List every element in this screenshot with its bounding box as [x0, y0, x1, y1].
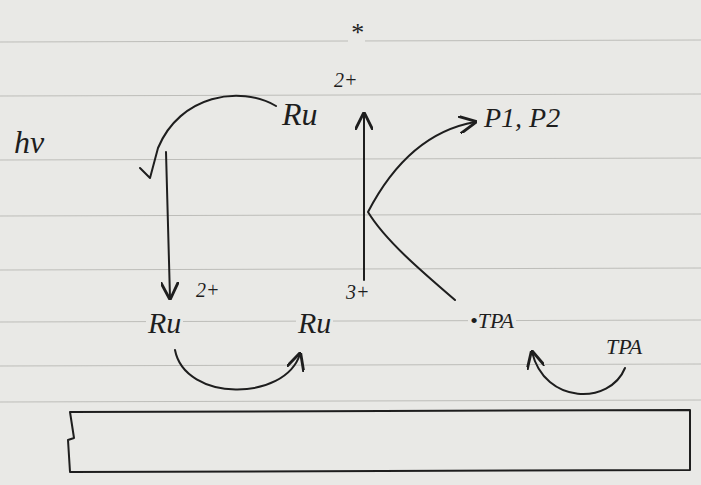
excitation-arrow — [140, 96, 276, 178]
species-label: Ru — [296, 308, 333, 338]
donor-label: TPA — [604, 336, 644, 358]
ruled-line — [0, 158, 701, 160]
ruled-lines — [0, 40, 701, 402]
charge-label: 3+ — [344, 282, 372, 302]
charge-label: 2+ — [194, 280, 222, 300]
species-label: Ru — [280, 98, 320, 130]
radical-label: •TPA — [468, 310, 516, 332]
ruled-line — [0, 214, 701, 216]
ruled-line — [0, 400, 701, 402]
tpa-oxidation-arc — [532, 352, 625, 394]
charge-label: 2+ — [332, 70, 360, 90]
ruled-line — [0, 320, 701, 322]
product-label: P1, P2 — [482, 104, 562, 132]
oxidation-arc — [175, 350, 300, 390]
ruled-line — [0, 364, 701, 366]
ruled-line — [0, 94, 701, 96]
product-arrow — [368, 122, 475, 300]
electrode-bar — [68, 410, 690, 472]
photon-label: hν — [12, 126, 46, 158]
relaxation-arrow — [166, 152, 170, 298]
reduction-arrow — [363, 114, 365, 280]
ruled-line — [0, 268, 701, 270]
species-label: Ru — [146, 308, 183, 338]
excited-mark: * — [348, 20, 365, 46]
